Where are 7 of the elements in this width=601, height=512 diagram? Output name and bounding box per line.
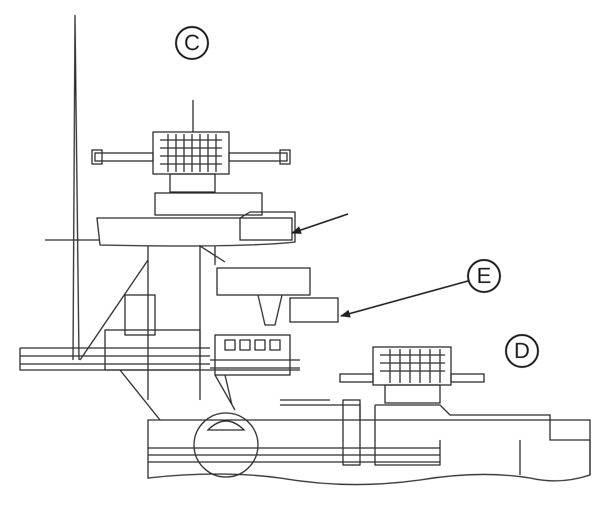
leader-line [340, 280, 468, 318]
callout-letter: D [505, 334, 539, 368]
callout-letter: E [467, 259, 501, 293]
arrow [291, 213, 348, 234]
callout-letter: C [175, 26, 209, 60]
deck-structure [289, 297, 339, 323]
bridge-wing [239, 217, 293, 241]
